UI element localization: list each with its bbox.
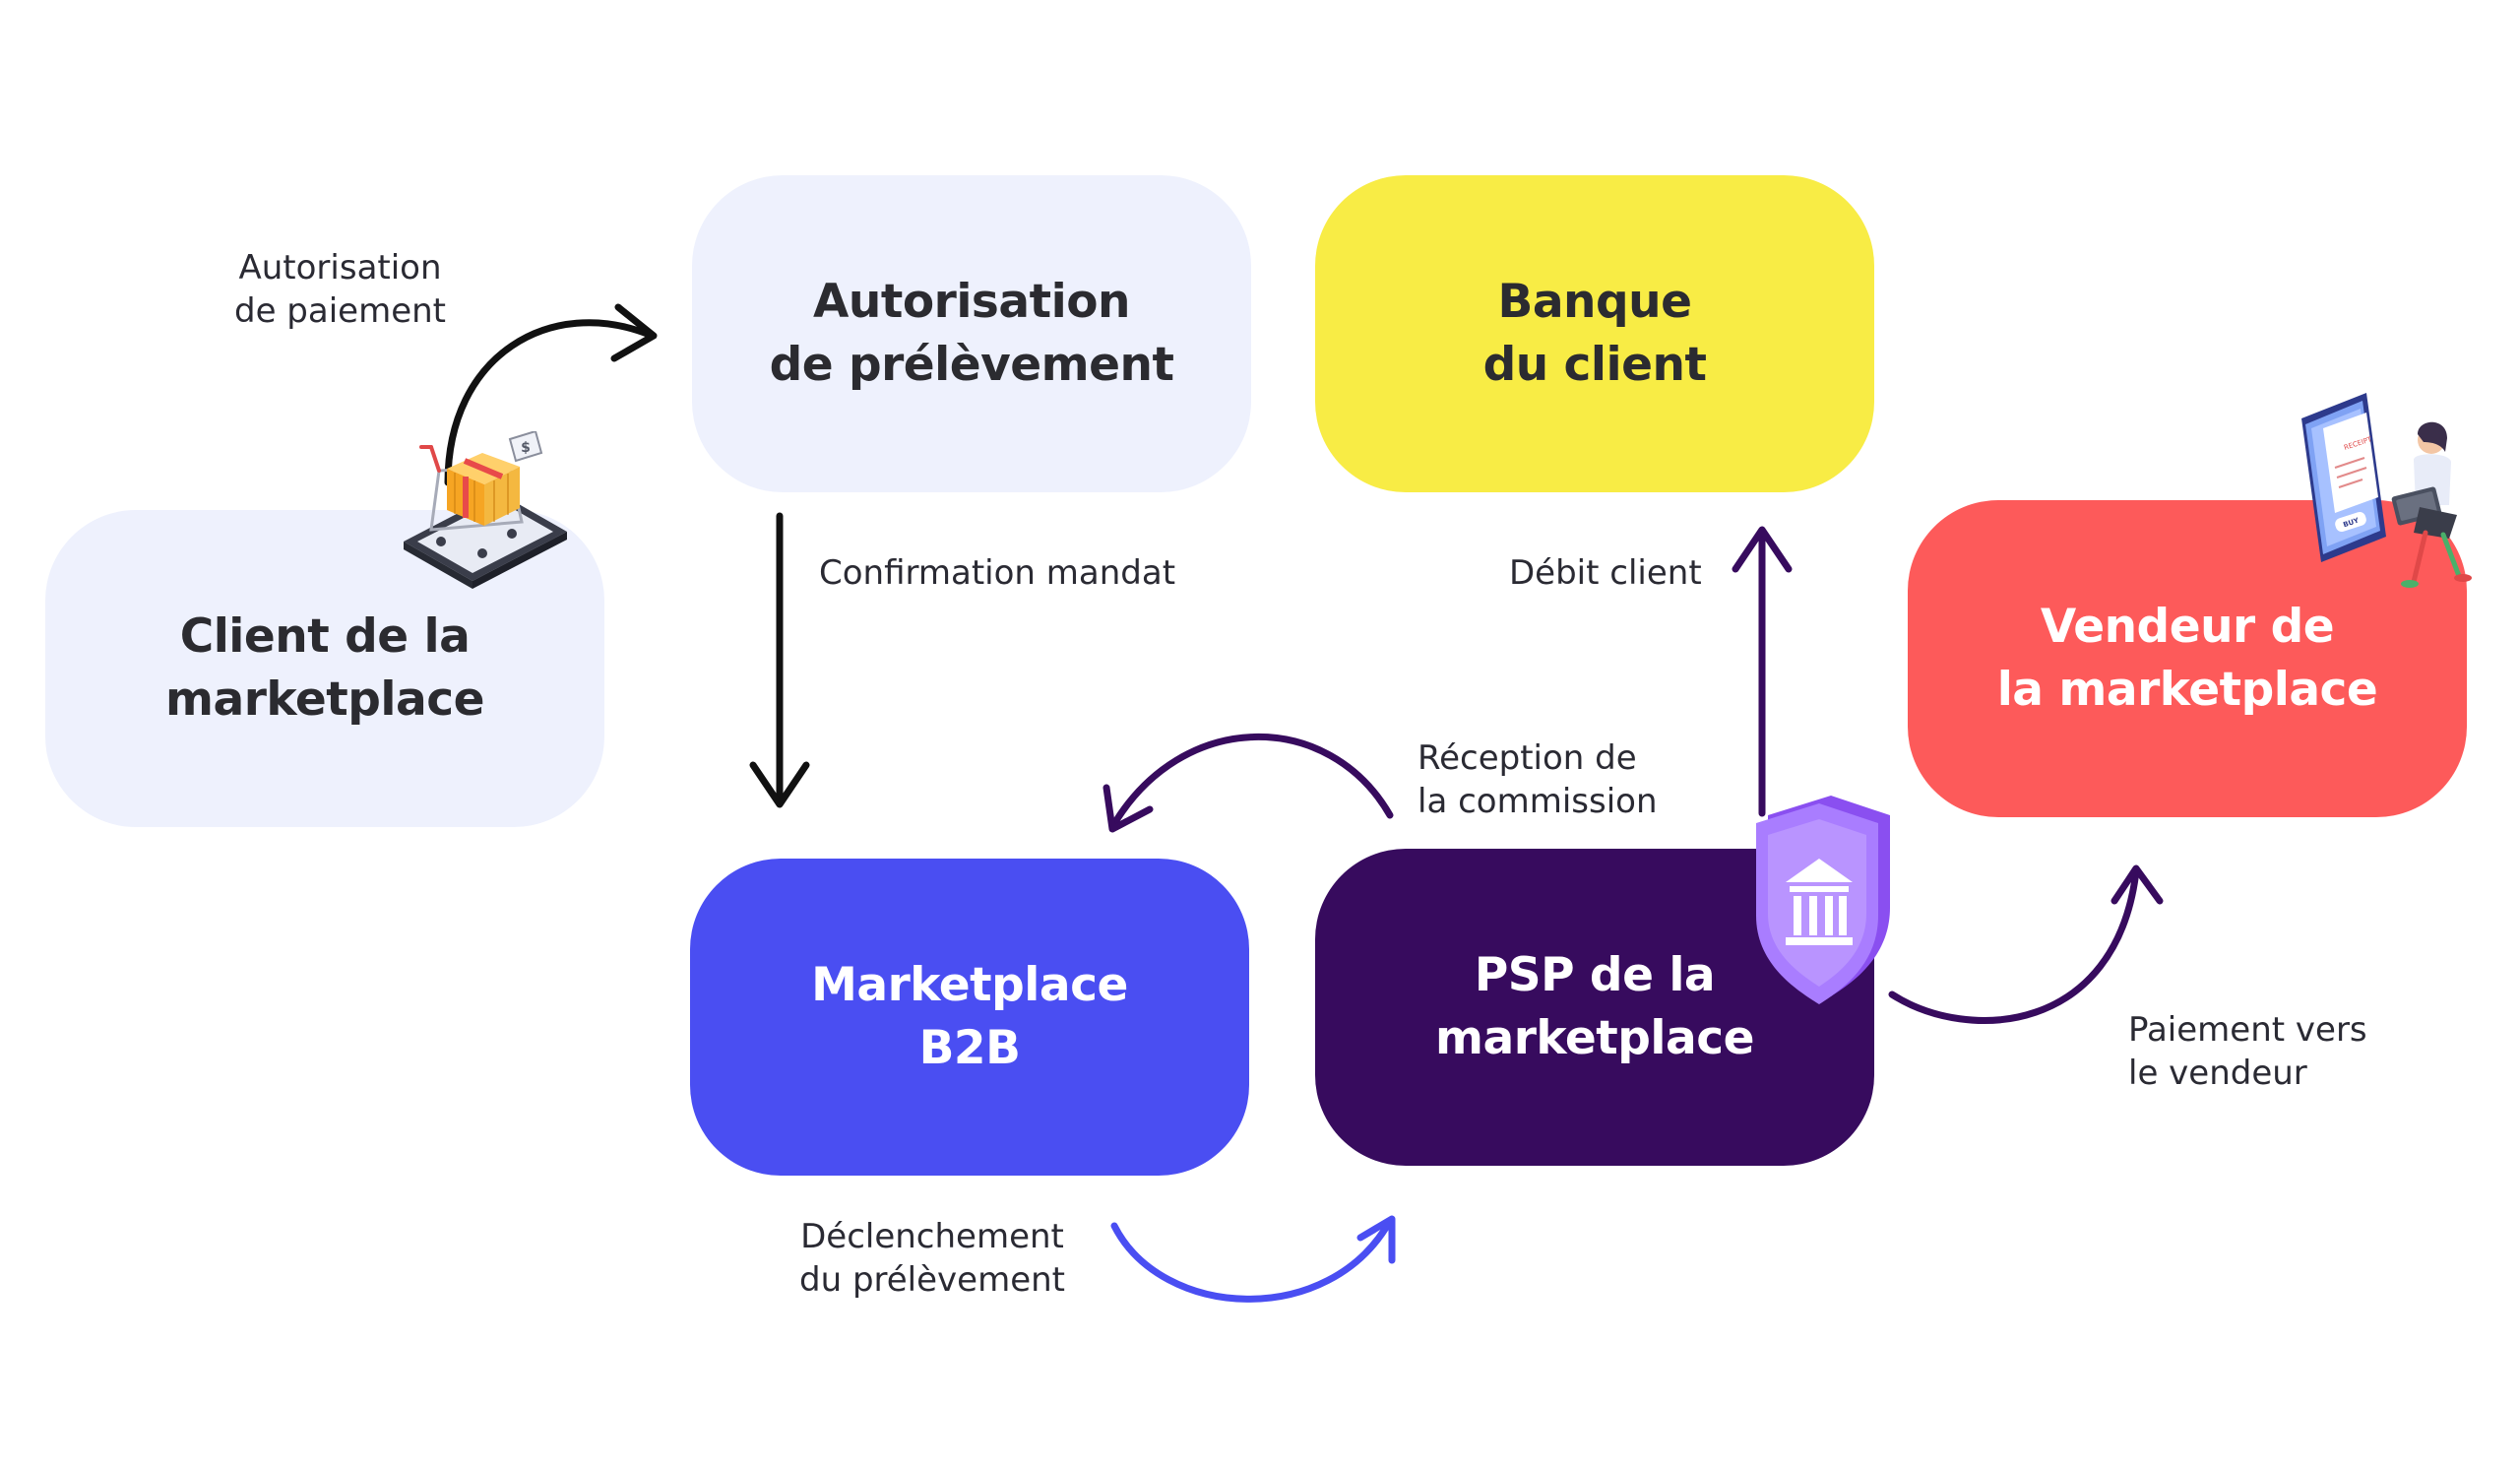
label-autorisation-paiement-line-2: de paiement xyxy=(234,291,447,331)
arrow-paiement-vendeur xyxy=(1888,864,2164,1024)
node-banque-line-1: Banque xyxy=(1497,275,1692,329)
price-tag-icon: $ xyxy=(508,431,543,463)
node-client-line-1: Client de la xyxy=(179,609,471,664)
shopping-cart-tablet-icon: $ xyxy=(404,431,567,589)
arrow-debit-client xyxy=(1732,526,1793,817)
label-confirmation-mandat: Confirmation mandat xyxy=(819,551,1175,595)
arrow-autorisation-paiement xyxy=(444,303,658,486)
bank-shield-icon xyxy=(1756,796,1890,1004)
node-vendeur-line-1: Vendeur de xyxy=(2040,600,2335,654)
label-declenchement-line-2: du prélèvement xyxy=(799,1260,1065,1300)
label-autorisation-paiement-line-1: Autorisation xyxy=(238,248,442,288)
node-psp-line-1: PSP de la xyxy=(1474,948,1716,1002)
node-marketplace-line-2: B2B xyxy=(918,1021,1021,1075)
label-declenchement: Déclenchement du prélèvement xyxy=(799,1215,1065,1302)
label-debit-client-line-1: Débit client xyxy=(1509,553,1702,593)
price-tag-symbol: $ xyxy=(521,440,531,456)
label-paiement-vendeur-line-1: Paiement vers xyxy=(2128,1010,2367,1050)
node-vendeur-line-2: la marketplace xyxy=(1996,663,2378,717)
node-banque: Banque du client xyxy=(1315,175,1874,492)
label-debit-client: Débit client xyxy=(1509,551,1702,595)
label-paiement-vendeur: Paiement vers le vendeur xyxy=(2128,1008,2367,1095)
node-client-line-2: marketplace xyxy=(165,672,484,727)
arrow-confirmation-mandat xyxy=(749,512,810,808)
node-psp-line-2: marketplace xyxy=(1435,1011,1754,1065)
label-reception-commission: Réception de la commission xyxy=(1418,736,1658,823)
node-marketplace: Marketplace B2B xyxy=(690,859,1249,1176)
label-reception-commission-line-2: la commission xyxy=(1418,782,1658,821)
node-client: Client de la marketplace xyxy=(45,510,604,827)
arrow-declenchement xyxy=(1110,1215,1396,1303)
arrow-reception-commission xyxy=(1102,733,1394,833)
label-confirmation-mandat-line-1: Confirmation mandat xyxy=(819,553,1176,593)
seller-phone-receipt-icon: RECEIPT BUY xyxy=(2301,393,2472,588)
node-marketplace-line-1: Marketplace xyxy=(811,958,1128,1012)
seller-person-icon xyxy=(2391,421,2472,588)
node-banque-line-2: du client xyxy=(1482,338,1707,392)
label-reception-commission-line-1: Réception de xyxy=(1418,738,1637,778)
node-autorisation-line-1: Autorisation xyxy=(813,275,1130,329)
node-vendeur: Vendeur de la marketplace xyxy=(1908,500,2467,817)
node-autorisation: Autorisation de prélèvement xyxy=(692,175,1251,492)
label-declenchement-line-1: Déclenchement xyxy=(800,1217,1064,1256)
label-autorisation-paiement: Autorisation de paiement xyxy=(234,246,446,333)
node-autorisation-line-2: de prélèvement xyxy=(769,338,1174,392)
label-paiement-vendeur-line-2: le vendeur xyxy=(2128,1054,2307,1093)
